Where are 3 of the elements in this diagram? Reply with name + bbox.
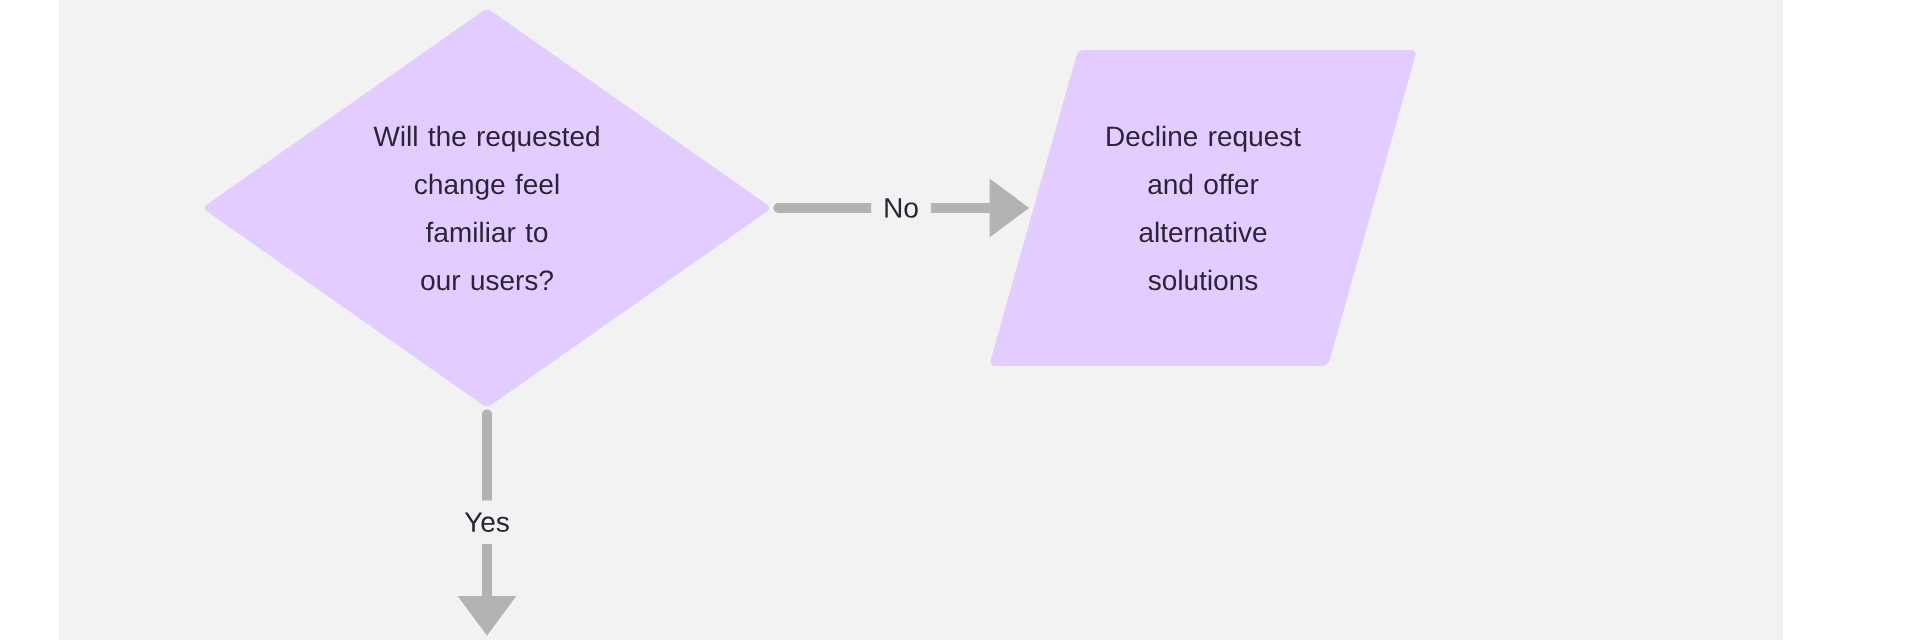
edge-label: No	[871, 186, 931, 230]
parallelogram-box: Decline request and offer alternative solutions	[990, 50, 1416, 366]
edge-label: Yes	[452, 500, 522, 544]
